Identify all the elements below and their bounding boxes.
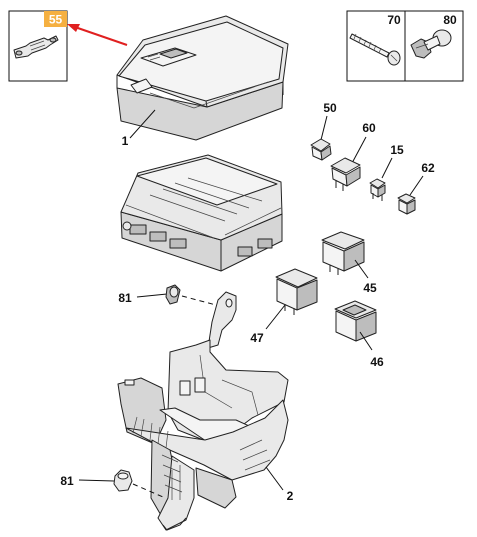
leader-15 [381, 157, 393, 179]
push-clip-icon [410, 29, 452, 59]
leader-81-bottom [78, 479, 115, 482]
callout-47: 47 [250, 331, 264, 345]
callout-80: 80 [443, 13, 457, 27]
part-62-connector [397, 193, 416, 215]
callout-81-top: 81 [118, 291, 132, 305]
callout-60: 60 [362, 121, 376, 135]
fuse-box-connectors [122, 221, 273, 257]
callout-81-bottom: 81 [60, 474, 74, 488]
part-81-clip-top [165, 284, 181, 305]
screw-icon [349, 33, 401, 66]
callout-1: 1 [122, 134, 129, 148]
fuse-box-body [120, 154, 283, 272]
leader-50 [320, 115, 328, 141]
leader-60 [350, 136, 367, 166]
assembly-line-81-top [181, 295, 217, 306]
callout-46: 46 [370, 355, 384, 369]
part-47-relay [275, 268, 318, 315]
inset-parts-70-80: 70 80 [346, 10, 464, 82]
callout-55: 55 [49, 13, 63, 27]
part-46-relay [334, 300, 377, 342]
part-1-fuse-box-cover [116, 15, 289, 141]
part-45-relay [321, 231, 365, 275]
part-2-bracket-tray [117, 291, 289, 531]
callout-45: 45 [363, 281, 377, 295]
leader-46 [359, 331, 373, 351]
part-15-mini-fuse [369, 178, 386, 201]
pointer-arrow [67, 24, 128, 46]
leader-62 [409, 175, 424, 196]
part-50-blade-fuse [310, 138, 332, 161]
callout-15: 15 [390, 143, 404, 157]
leader-45 [354, 259, 369, 279]
leader-81-top [136, 293, 168, 298]
part-60-maxi-fuse [330, 157, 361, 191]
callout-55-highlight [44, 11, 67, 27]
cover-label-plate [140, 47, 197, 67]
assembly-line-81-bottom [132, 483, 164, 498]
part-81-clip-bottom [113, 469, 133, 492]
leader-2 [265, 466, 284, 491]
callout-70: 70 [387, 13, 401, 27]
callout-62: 62 [421, 161, 435, 175]
callout-2: 2 [287, 489, 294, 503]
fuse-link-icon [13, 35, 59, 59]
inset-part-55: 55 [8, 10, 68, 82]
leader-47 [265, 304, 286, 330]
leader-1 [129, 109, 156, 139]
callout-50: 50 [323, 101, 337, 115]
